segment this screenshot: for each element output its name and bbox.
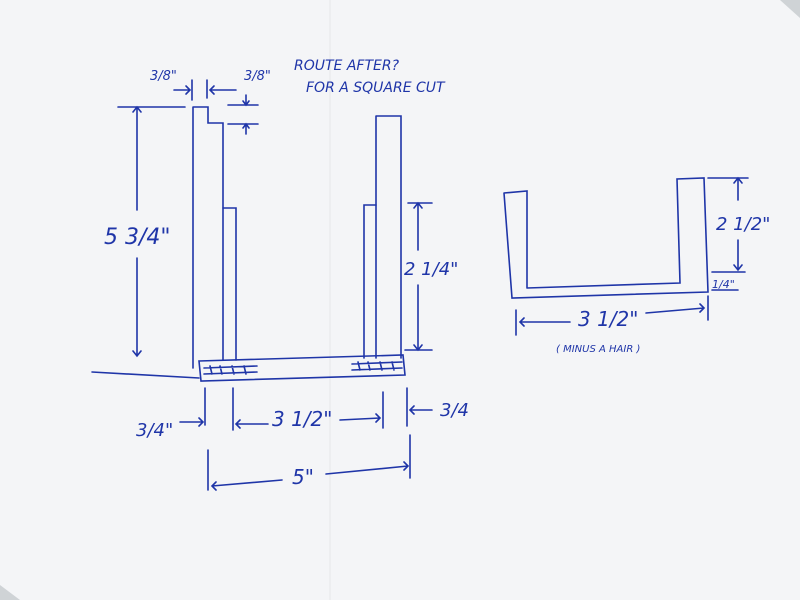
bottom-dim-lines: [179, 387, 433, 431]
bottom-left-dim-label: 3/4": [136, 420, 173, 441]
note-line-1: ROUTE AFTER?: [294, 58, 400, 74]
right-u-channel: [503, 177, 709, 299]
right-width-note: ( MINUS A HAIR ): [556, 344, 640, 355]
left-short-board: [222, 207, 237, 361]
left-screw: [203, 365, 258, 375]
top-left-dim-label: 3/8": [150, 69, 177, 84]
right-height-dim-label: 2 1/2": [716, 214, 770, 235]
ground-line: [91, 371, 200, 379]
top-right-dim-label: 3/8": [244, 69, 271, 84]
side-height-dim-label: 2 1/4": [404, 259, 458, 280]
left-drawing: 3/8" 3/8" 5 3/4" 2 1/4" 3/4" 3 1/2" 3/4 …: [91, 69, 469, 491]
overall-width-dim-label: 5": [292, 465, 314, 489]
bottom-right-dim-label: 3/4: [440, 400, 469, 421]
side-height-dim-lines: [404, 201, 433, 352]
overall-width-dim-lines: [207, 434, 411, 491]
left-tall-board: [192, 106, 224, 369]
right-width-dim-label: 3 1/2": [578, 307, 638, 331]
note-line-2: FOR A SQUARE CUT: [306, 80, 446, 96]
step-dim-lines: [227, 94, 259, 135]
right-tall-board: [375, 115, 402, 359]
route-note: ROUTE AFTER? FOR A SQUARE CUT: [294, 58, 446, 96]
bottom-center-dim-label: 3 1/2": [272, 407, 332, 431]
top-right-dim-lines: [206, 79, 237, 99]
right-base-dim-label: 1/4": [712, 278, 735, 291]
right-height-dim-lines: [707, 176, 749, 291]
base-board: [198, 354, 406, 382]
height-dim-lines: [117, 105, 186, 358]
top-left-dim-lines: [173, 79, 193, 101]
right-width-dim-lines: [515, 295, 709, 336]
right-short-board: [363, 204, 377, 359]
height-dim-label: 5 3/4": [104, 225, 171, 250]
right-drawing: 2 1/2" 1/4" 3 1/2" ( MINUS A HAIR ): [503, 176, 770, 355]
right-screw: [351, 361, 403, 371]
